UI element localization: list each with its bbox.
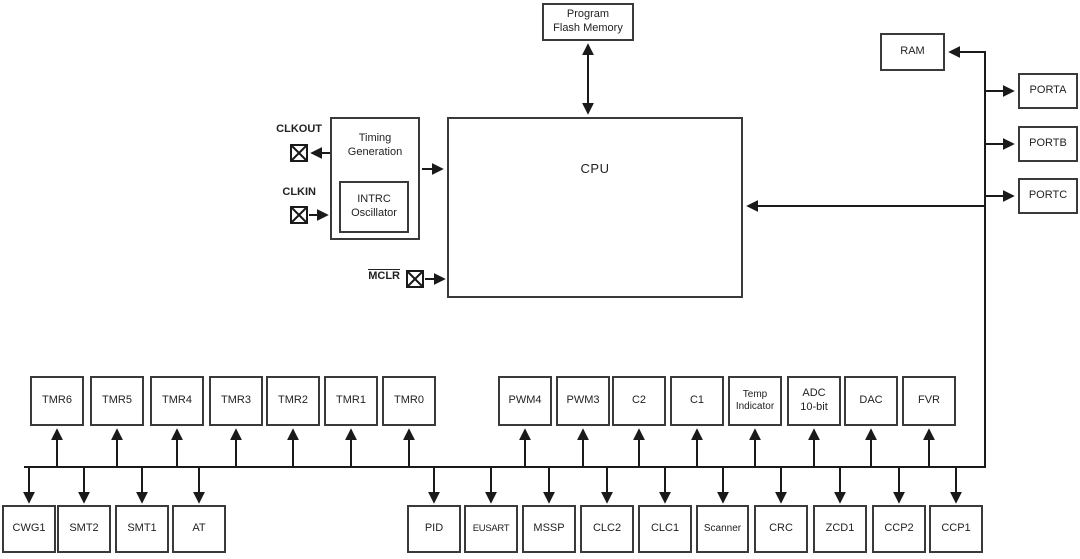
arrow-connectors [309,43,1015,285]
block-intrc-oscillator: INTRC Oscillator [339,181,409,233]
mclr-pin-icon [406,270,424,288]
block-smt1: SMT1 [115,505,169,553]
block-eusart: EUSART [464,505,518,553]
block-mssp: MSSP [522,505,576,553]
timing-generation-label: Timing Generation [347,132,403,158]
bus-lines [24,51,986,468]
block-tmr5: TMR5 [90,376,144,426]
block-tmr1: TMR1 [324,376,378,426]
block-ccp2: CCP2 [872,505,926,553]
block-pwm4: PWM4 [498,376,552,426]
block-clc1: CLC1 [638,505,692,553]
clkout-pin-icon [290,144,308,162]
block-dac: DAC [844,376,898,426]
block-cwg1: CWG1 [2,505,56,553]
block-scanner: Scanner [696,505,749,553]
block-tmr6: TMR6 [30,376,84,426]
block-program-flash-memory: Program Flash Memory [542,3,634,41]
block-tmr2: TMR2 [266,376,320,426]
clkout-pin-label: CLKOUT [276,123,322,135]
block-zcd1: ZCD1 [813,505,867,553]
block-ccp1: CCP1 [929,505,983,553]
block-c2: C2 [612,376,666,426]
block-porta: PORTA [1018,73,1078,109]
block-pwm3: PWM3 [556,376,610,426]
block-c1: C1 [670,376,724,426]
block-tmr3: TMR3 [209,376,263,426]
block-cpu: CPU [447,117,743,298]
block-temp-indicator: Temp Indicator [728,376,782,426]
block-pid: PID [407,505,461,553]
block-clc2: CLC2 [580,505,634,553]
block-fvr: FVR [902,376,956,426]
mclr-pin-label: MCLR [352,269,400,282]
block-tmr0: TMR0 [382,376,436,426]
block-at: AT [172,505,226,553]
peripheral-row1-arrows [51,428,935,467]
peripheral-row2-arrows [23,467,962,504]
clkin-pin-icon [290,206,308,224]
clkin-pin-label: CLKIN [282,186,316,198]
mclr-pin-label-text: MCLR [368,269,400,282]
block-ram: RAM [880,33,945,71]
cpu-label: CPU [580,161,610,176]
block-portb: PORTB [1018,126,1078,162]
block-adc-10bit: ADC 10-bit [787,376,841,426]
block-tmr4: TMR4 [150,376,204,426]
block-crc: CRC [754,505,808,553]
block-smt2: SMT2 [57,505,111,553]
block-portc: PORTC [1018,178,1078,214]
